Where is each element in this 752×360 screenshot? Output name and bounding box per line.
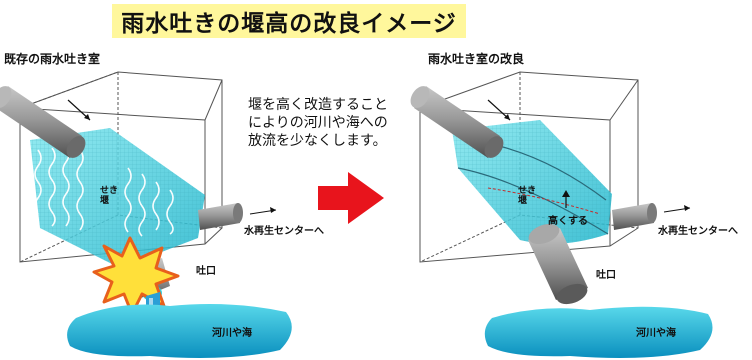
outfall-pipe-improved <box>528 223 588 305</box>
page-title: 雨水吐きの堰高の改良イメージ <box>121 11 457 37</box>
outfall-label-left: 吐口 <box>196 266 216 277</box>
improved-chamber-heading: 雨水吐き室の改良 <box>428 52 525 66</box>
raised-weir <box>457 167 609 235</box>
explanation-line: 堰を高く改造すること <box>248 97 388 113</box>
river-label-left: 河川や海 <box>212 328 252 339</box>
plant-label-left: 水再生センターへ <box>244 226 324 237</box>
explanation-line: によりの河川や海への <box>248 115 388 131</box>
explanation-line: 放流を少なくします。 <box>248 133 387 149</box>
overflow-waves <box>34 145 174 237</box>
plant-pipe <box>198 203 243 230</box>
title-banner: 雨水吐きの堰高の改良イメージ <box>112 4 466 38</box>
river-label-right: 河川や海 <box>636 328 676 339</box>
outfall-label-right: 吐口 <box>596 270 616 281</box>
old-weir-line <box>487 187 601 215</box>
weir-label-left: せき堰 <box>100 186 119 206</box>
existing-chamber-diagram <box>0 71 292 358</box>
transition-arrow-icon <box>318 172 384 224</box>
river-right <box>484 306 713 358</box>
plant-label-right: 水再生センターへ <box>658 226 738 237</box>
river-left <box>67 304 292 358</box>
existing-chamber-heading: 既存の雨水吐き室 <box>4 52 101 66</box>
improved-chamber-diagram <box>410 71 713 358</box>
chamber-box <box>19 71 223 263</box>
inflow-pipe <box>0 86 86 158</box>
raise-label: 高くする <box>548 216 588 227</box>
inflow-pipe-improved <box>410 86 504 158</box>
weir-label-right: せき堰 <box>518 186 537 206</box>
explanation-text: 堰を高く改造すること によりの河川や海への 放流を少なくします。 <box>248 96 428 150</box>
plant-pipe-improved <box>612 203 657 230</box>
